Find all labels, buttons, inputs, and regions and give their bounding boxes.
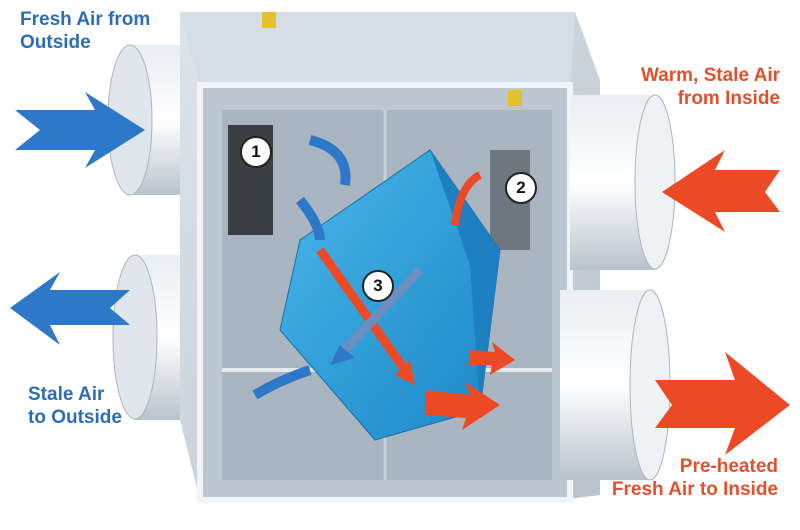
arrow-fresh-air-out [655,352,790,455]
label-stale-air-to-outside: Stale Air to Outside [28,383,122,429]
latch-right [508,90,522,106]
arrow-fresh-air-in [15,92,145,168]
label-fresh-air-from-outside: Fresh Air from Outside [20,8,150,54]
internal-arrow-fresh-1 [308,135,351,186]
internal-arrow-fresh-2 [296,196,325,241]
marker-3: 3 [362,270,394,302]
unit-top [180,12,575,85]
label-line: Fresh Air to Inside [611,479,778,500]
label-line: Warm, Stale Air [640,65,780,86]
label-line: Pre-heated [679,456,778,477]
cool-flow-arrow-core [336,266,424,359]
arrow-stale-air-in [662,150,780,232]
internal-arrow-stale-out [252,365,312,400]
internal-arrow-warm-out-2 [470,342,515,375]
marker-2: 2 [505,172,537,204]
label-line: Fresh Air from [20,9,151,30]
marker-1: 1 [240,136,272,168]
duct-bottom-right [560,289,671,481]
label-line: Outside [20,32,91,53]
arrow-stale-air-out [10,272,130,345]
internal-arrow-warm-out [425,382,500,430]
duct-top-right [570,94,676,270]
label-warm-stale-air-from-inside: Warm, Stale Air from Inside [641,64,780,110]
warm-flow-arrow-core [316,247,409,373]
label-line: from Inside [677,88,780,109]
label-line: to Outside [28,407,122,428]
latch-left [262,12,276,28]
label-preheated-fresh-air-to-inside: Pre-heated Fresh Air to Inside [612,455,778,501]
label-line: Stale Air [28,384,105,405]
internal-arrow-warm-1 [451,171,483,226]
